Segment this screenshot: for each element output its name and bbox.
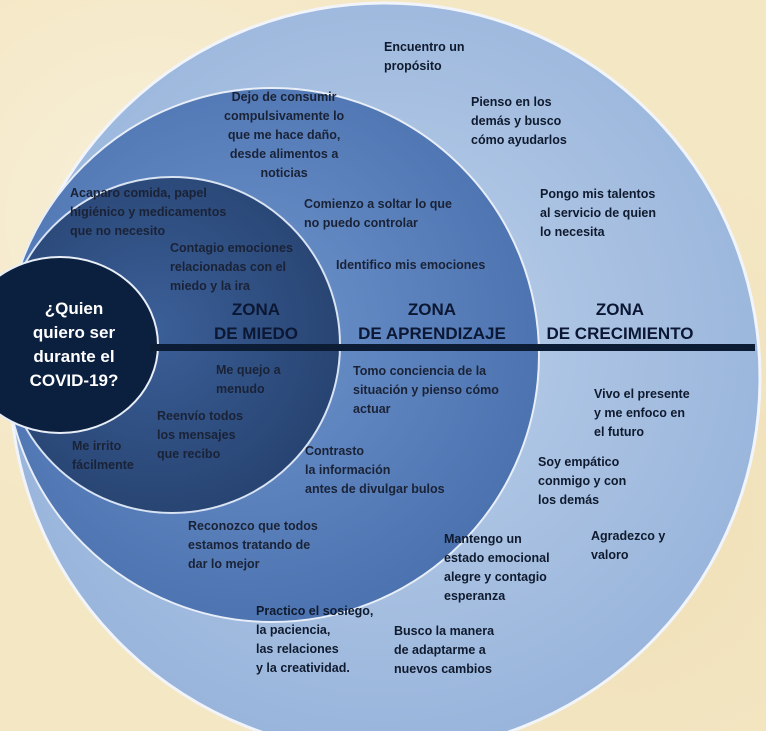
- learning-item-emotions: Identifico mis emociones: [336, 258, 486, 272]
- fear-item-forward: Reenvío todos los mensajes que recibo: [157, 409, 244, 461]
- growth-item-talents: Pongo mis talentos al servicio de quien …: [540, 187, 657, 239]
- fear-item-irritated: Me irrito fácilmente: [72, 439, 134, 472]
- learning-item-aware: Tomo conciencia de la situación y pienso…: [353, 364, 499, 416]
- fear-item-hoarding: Acaparo comida, papel higiénico y medica…: [70, 186, 227, 238]
- zone-fear-label: ZONA DE MIEDO: [213, 300, 299, 343]
- growth-item-purpose: Encuentro un propósito: [384, 40, 465, 73]
- growth-item-joy: Mantengo un estado emocional alegre y co…: [444, 532, 550, 603]
- growth-item-others: Pienso en los demás y busco cómo ayudarl…: [471, 95, 567, 147]
- growth-item-empathy: Soy empático conmigo y con los demás: [538, 455, 627, 507]
- fear-item-complain: Me quejo a menudo: [216, 363, 281, 396]
- fear-item-contagion: Contagio emociones relacionadas con el m…: [170, 241, 293, 293]
- center-question: ¿Quien quiero ser durante el COVID-19?: [29, 299, 119, 390]
- learning-item-recognize: Reconozco que todos estamos tratando de …: [188, 519, 318, 571]
- growth-item-adapt: Busco la manera de adaptarme a nuevos ca…: [394, 624, 495, 676]
- axis-line: [150, 344, 755, 351]
- growth-item-present: Vivo el presente y me enfoco en el futur…: [594, 387, 690, 439]
- learning-item-contrast: Contrasto la información antes de divulg…: [305, 444, 445, 496]
- zone-growth-label: ZONA DE CRECIMIENTO: [546, 300, 694, 343]
- zone-learning-label: ZONA DE APRENDIZAJE: [358, 300, 506, 343]
- learning-item-let-go: Comienzo a soltar lo que no puedo contro…: [304, 197, 452, 230]
- learning-item-consume: Dejo de consumir compulsivamente lo que …: [224, 90, 345, 180]
- growth-item-gratitude: Agradezco y valoro: [591, 529, 666, 562]
- growth-item-calm: Practico el sosiego, la paciencia, las r…: [256, 604, 374, 675]
